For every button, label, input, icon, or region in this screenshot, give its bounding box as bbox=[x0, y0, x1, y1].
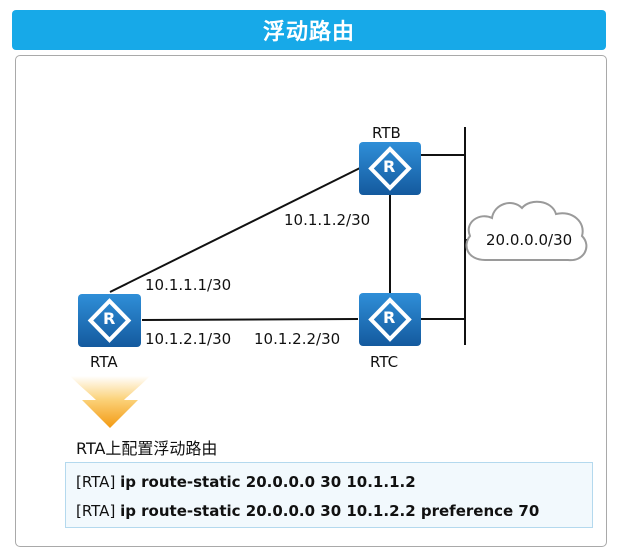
rtc-interface-ip: 10.1.2.2/30 bbox=[254, 330, 341, 348]
command-box: [RTA] ip route-static 20.0.0.0 30 10.1.1… bbox=[65, 462, 593, 528]
page-title: 浮动路由 bbox=[12, 10, 606, 50]
command-prefix: [RTA] bbox=[76, 502, 121, 520]
config-title: RTA上配置浮动路由 bbox=[76, 439, 218, 458]
link-rta-rtb bbox=[109, 167, 361, 293]
router-rta-label: RTA bbox=[90, 353, 118, 371]
rtb-interface-ip: 10.1.1.2/30 bbox=[284, 211, 371, 229]
router-rta-icon bbox=[78, 294, 141, 347]
rta-interface-ip-1: 10.1.1.1/30 bbox=[145, 276, 232, 294]
command-text: ip route-static 20.0.0.0 30 10.1.2.2 pre… bbox=[120, 502, 540, 520]
command-text: ip route-static 20.0.0.0 30 10.1.1.2 bbox=[120, 473, 416, 491]
router-rtc-icon bbox=[359, 293, 421, 346]
link-rta-rtc bbox=[141, 318, 359, 321]
cloud-network-label: 20.0.0.0/30 bbox=[486, 231, 573, 249]
down-arrow-shape bbox=[70, 376, 150, 428]
router-rtc-label: RTC bbox=[370, 353, 399, 371]
network-cloud-icon bbox=[465, 200, 588, 262]
command-line-2: [RTA] ip route-static 20.0.0.0 30 10.1.2… bbox=[76, 502, 539, 520]
router-rtb-letter: R bbox=[383, 157, 396, 176]
router-rtb-label: RTB bbox=[372, 124, 401, 142]
rta-interface-ip-2: 10.1.2.1/30 bbox=[145, 330, 232, 348]
router-rtb-icon bbox=[359, 142, 421, 195]
router-rta-letter: R bbox=[103, 309, 116, 328]
command-prefix: [RTA] bbox=[76, 473, 121, 491]
router-rtc-letter: R bbox=[383, 308, 396, 327]
diagram-panel bbox=[15, 55, 607, 547]
command-line-1: [RTA] ip route-static 20.0.0.0 30 10.1.1… bbox=[76, 473, 416, 491]
